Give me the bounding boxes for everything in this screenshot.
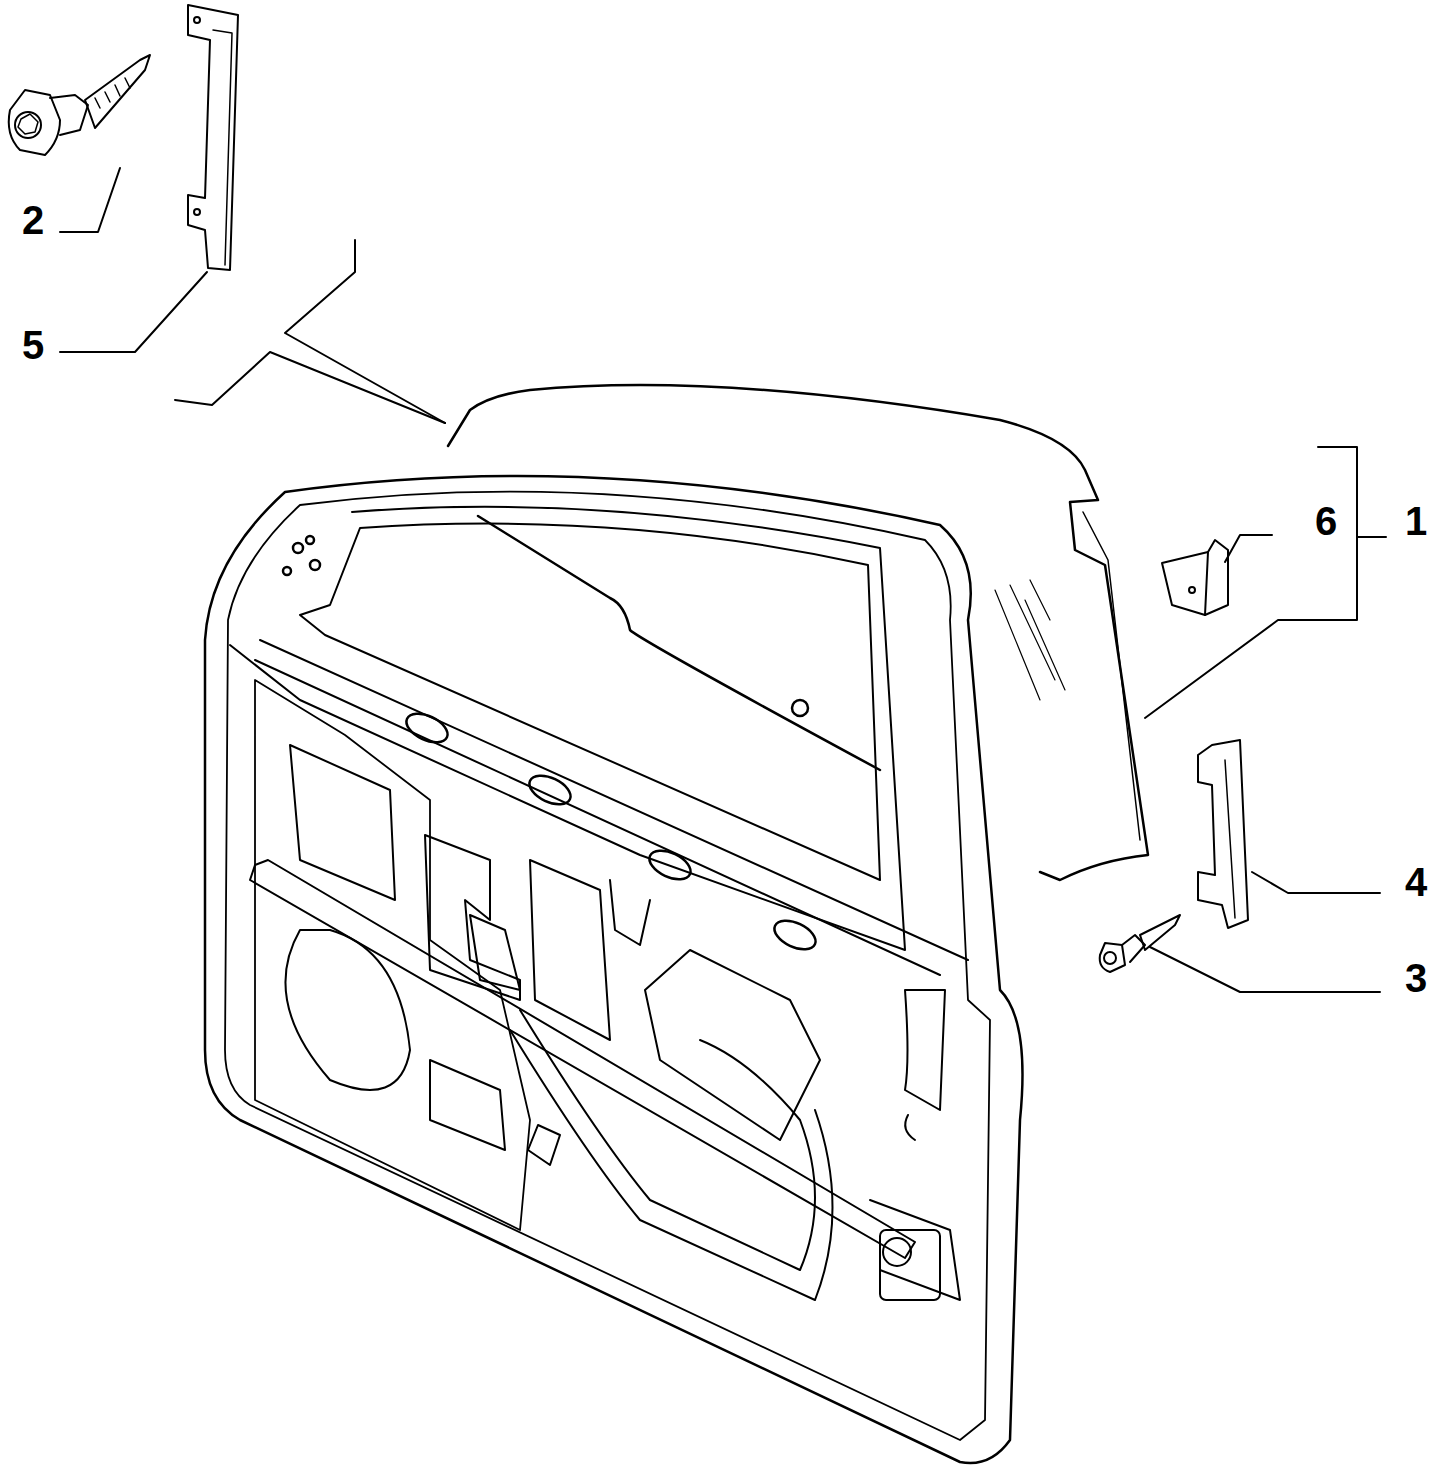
callout-number: 6 xyxy=(1315,501,1337,541)
glass-guide xyxy=(188,5,238,270)
callout-number: 4 xyxy=(1405,862,1427,902)
callout-number: 1 xyxy=(1405,501,1427,541)
callout-number: 5 xyxy=(22,325,44,365)
glass-guide xyxy=(1198,740,1248,928)
screw xyxy=(9,55,150,155)
leader-lines xyxy=(60,168,1386,992)
door-glass xyxy=(448,385,1148,880)
callout-number: 3 xyxy=(1405,958,1427,998)
screw xyxy=(1100,915,1180,972)
callout-number: 2 xyxy=(22,200,44,240)
bracket xyxy=(1162,540,1228,615)
door-panel xyxy=(205,476,1023,1463)
